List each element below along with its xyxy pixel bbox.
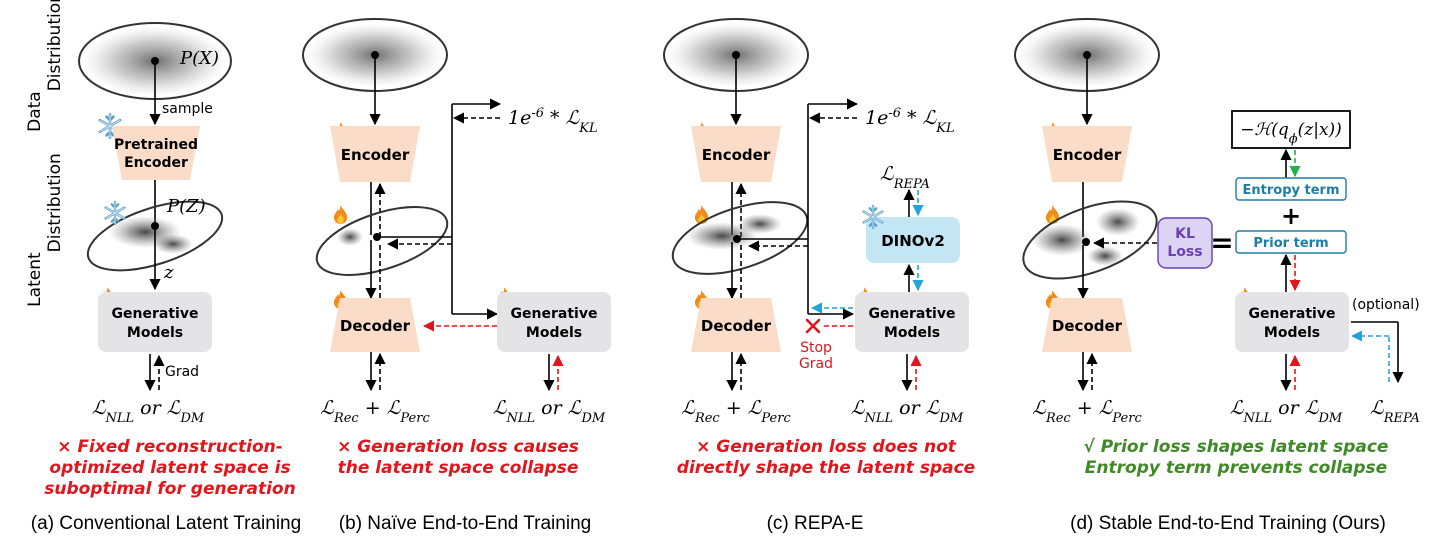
loss-nll-dm: ℒNLL or ℒDM — [1230, 397, 1343, 426]
optional-label: (optional) — [1352, 297, 1420, 313]
plus-sign: + — [1281, 202, 1301, 230]
latent-distribution-ellipse — [86, 200, 224, 272]
svg-text:Decoder: Decoder — [340, 317, 411, 335]
svg-text:Decoder: Decoder — [1052, 317, 1123, 335]
fire-icon — [1045, 205, 1060, 224]
latent-distribution-ellipse — [1022, 200, 1158, 280]
side-labels: DataDistribution LatentDistribution — [25, 0, 65, 307]
prior-term-box: Prior term — [1235, 230, 1347, 254]
entropy-expression-box: −ℋ(qϕ(z|x)) — [1231, 110, 1351, 149]
caption-a: × Fixed reconstruction-optimized latent … — [44, 437, 295, 499]
fire-icon — [694, 205, 709, 224]
latent-distribution-label: LatentDistribution — [25, 153, 65, 307]
decoder: Decoder — [691, 298, 781, 352]
latent-distribution-ellipse — [315, 206, 449, 276]
equals-sign: = — [1210, 226, 1233, 259]
subtitle-a: (a) Conventional Latent Training — [31, 513, 301, 534]
loss-rec-perc: ℒRec + ℒPerc — [320, 397, 430, 426]
svg-text:Encoder: Encoder — [341, 146, 410, 164]
svg-text:Decoder: Decoder — [701, 317, 772, 335]
dinov2-box: DINOv2 — [866, 217, 960, 263]
decoder: Decoder — [330, 298, 420, 352]
svg-text:Entropy term: Entropy term — [1243, 183, 1340, 198]
subtitle-b: (b) Naïve End-to-End Training — [339, 513, 591, 534]
fire-icon — [333, 205, 348, 224]
loss-rec-perc: ℒRec + ℒPerc — [1032, 397, 1142, 426]
entropy-term-box: Entropy term — [1235, 177, 1347, 201]
svg-text:−ℋ(qϕ(z|x)): −ℋ(qϕ(z|x)) — [1240, 120, 1342, 147]
decoder: Decoder — [1042, 298, 1132, 352]
loss-nll-dm: ℒNLL or ℒDM — [493, 397, 606, 426]
loss-nll-dm: ℒNLL or ℒDM — [851, 397, 964, 426]
loss-repa: ℒREPA — [880, 163, 930, 192]
stop-grad-icon — [805, 318, 821, 334]
loss-rec-perc: ℒRec + ℒPerc — [681, 397, 791, 426]
svg-text:Encoder: Encoder — [1053, 146, 1122, 164]
z-label: z — [163, 262, 174, 283]
svg-text:Encoder: Encoder — [702, 146, 771, 164]
encoder: Encoder — [1042, 126, 1132, 182]
sample-label: sample — [162, 101, 213, 117]
encoder: Encoder — [691, 126, 781, 182]
svg-text:DINOv2: DINOv2 — [881, 232, 945, 250]
data-distribution-label: DataDistribution — [25, 0, 65, 132]
panel-c: Encoder 1e-6 * ℒKL Decoder — [663, 18, 975, 534]
kl-loss-label: 1e-6 * ℒKL — [508, 106, 598, 136]
loss-nll-dm: ℒNLL or ℒDM — [92, 397, 205, 426]
kl-loss-label: 1e-6 * ℒKL — [865, 106, 955, 136]
px-label: P(X) — [179, 48, 219, 69]
encoder: Encoder — [330, 126, 420, 182]
subtitle-c: (c) REPA-E — [767, 513, 864, 534]
svg-text:Prior term: Prior term — [1253, 236, 1328, 251]
subtitle-d: (d) Stable End-to-End Training (Ours) — [1070, 513, 1386, 534]
loss-repa: ℒREPA — [1370, 397, 1420, 426]
grad-label: Grad — [165, 364, 199, 380]
latent-distribution-ellipse — [671, 201, 809, 275]
pz-label: P(Z) — [166, 196, 206, 217]
